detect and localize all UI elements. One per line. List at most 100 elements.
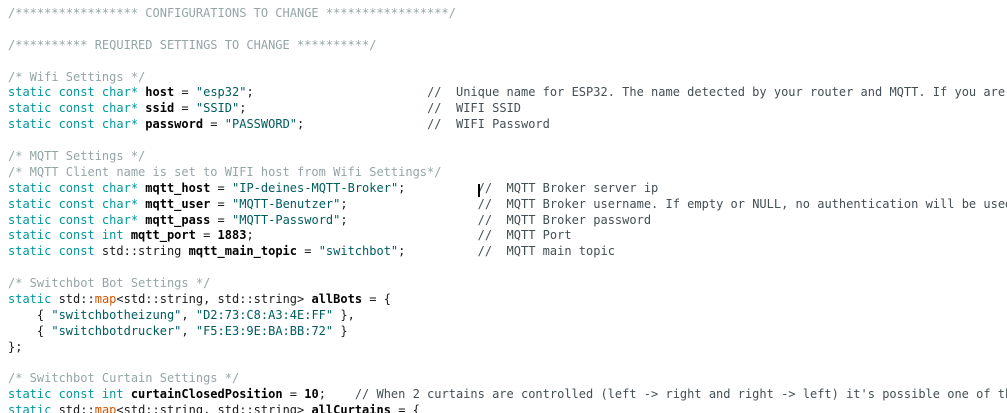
code-segment-comment_line: // WIFI SSID: [427, 101, 521, 116]
code-line: static const char* mqtt_pass = "MQTT-Pas…: [8, 213, 1007, 229]
code-segment-identifier: mqtt_port: [130, 228, 196, 243]
code-segment-string: "F5:E3:9E:BA:BB:72": [195, 323, 334, 338]
code-segment-comment_block: /* MQTT Client name is set to WIFI host …: [8, 164, 442, 179]
code-segment-comment_line: // Unique name for ESP32. The name detec…: [427, 85, 1007, 100]
code-segment-string: "esp32": [195, 85, 247, 100]
code-segment-identifier: allBots: [311, 292, 363, 307]
code-line: /* Wifi Settings */: [8, 70, 1007, 86]
code-line: static std::map<std::string, std::string…: [8, 292, 1007, 308]
code-segment-comment_line: // When 2 curtains are controlled (left …: [354, 387, 1007, 402]
code-line: static const int mqtt_port = 1883; // MQ…: [8, 228, 1007, 244]
code-segment-plain: std::string: [94, 244, 189, 259]
code-segment-plain: = {: [390, 403, 420, 413]
code-segment-comment_block: /* Wifi Settings */: [8, 69, 146, 84]
code-segment-identifier: mqtt_host: [145, 180, 211, 195]
code-line: { "switchbotheizung", "D2:73:C8:A3:4E:FF…: [8, 308, 1007, 324]
code-segment-string: "MQTT-Password": [232, 212, 341, 227]
code-segment-identifier: host: [145, 85, 175, 100]
code-line: [8, 356, 1007, 372]
code-segment-plain: =: [195, 228, 218, 243]
code-segment-comment_block: /* Switchbot Bot Settings */: [8, 276, 211, 291]
code-line: [8, 54, 1007, 70]
code-segment-keyword: static const char*: [8, 117, 139, 132]
code-segment-comment_line: // WIFI Password: [427, 117, 550, 132]
code-segment-number: 10: [304, 387, 319, 402]
code-segment-plain: =: [297, 244, 319, 259]
code-line: };: [8, 340, 1007, 356]
code-segment-plain: ;: [297, 117, 428, 132]
code-segment-plain: ;: [340, 212, 478, 227]
code-segment-plain: ;: [246, 85, 428, 100]
code-segment-keyword: static const char*: [8, 196, 139, 211]
code-line: /********** REQUIRED SETTINGS TO CHANGE …: [8, 38, 1007, 54]
code-segment-plain: }: [333, 323, 348, 338]
code-segment-comment_line: // MQTT Broker username. If empty or NUL…: [477, 196, 1007, 211]
code-segment-function: map: [94, 403, 117, 413]
code-segment-identifier: mqtt_pass: [145, 212, 211, 227]
code-segment-comment_line: // MQTT main topic: [477, 244, 615, 259]
code-segment-identifier: mqtt_user: [145, 196, 211, 211]
code-segment-plain: std::: [51, 292, 95, 307]
code-line: static const char* host = "esp32"; // Un…: [8, 85, 1007, 101]
code-line: static const int curtainClosedPosition =…: [8, 387, 1007, 403]
code-line: static const char* password = "PASSWORD"…: [8, 117, 1007, 133]
code-line: { "switchbotdrucker", "F5:E3:9E:BA:BB:72…: [8, 324, 1007, 340]
code-segment-plain: };: [8, 339, 23, 354]
code-segment-plain: [124, 387, 131, 401]
code-line: [8, 260, 1007, 276]
code-segment-identifier: mqtt_main_topic: [188, 244, 297, 259]
code-segment-keyword: static: [8, 292, 52, 307]
code-segment-plain: = {: [362, 292, 391, 307]
code-segment-identifier: allCurtains: [311, 403, 391, 413]
code-segment-plain: =: [210, 180, 232, 195]
code-segment-string: "IP-deines-MQTT-Broker": [232, 180, 399, 195]
code-segment-identifier: password: [145, 117, 204, 132]
code-line: /* Switchbot Curtain Settings */: [8, 371, 1007, 387]
code-segment-comment_block: /* MQTT Settings */: [8, 149, 146, 164]
code-segment-plain: [124, 228, 131, 242]
code-segment-plain: ;: [246, 228, 478, 243]
code-segment-string: "switchbotdrucker": [51, 323, 182, 338]
code-segment-comment_line: // MQTT Port: [477, 228, 572, 243]
code-segment-string: "switchbotheizung": [51, 307, 182, 322]
code-segment-plain: =: [210, 196, 232, 211]
code-line: /* MQTT Client name is set to WIFI host …: [8, 165, 1007, 181]
code-segment-keyword: static const: [8, 244, 95, 259]
code-segment-plain: <std::string, std::string>: [116, 292, 312, 307]
code-segment-plain: {: [8, 323, 52, 338]
code-segment-plain: ;: [239, 101, 428, 116]
code-segment-plain: },: [333, 307, 355, 322]
code-segment-plain: std::: [51, 403, 95, 413]
code-line: static const char* mqtt_user = "MQTT-Ben…: [8, 197, 1007, 213]
code-segment-plain: =: [174, 85, 196, 100]
code-segment-keyword: static: [8, 403, 52, 413]
code-segment-plain: =: [174, 101, 196, 116]
code-line: /* Switchbot Bot Settings */: [8, 276, 1007, 292]
code-segment-plain: ,: [181, 307, 196, 322]
code-segment-plain: ,: [181, 323, 196, 338]
code-segment-identifier: ssid: [145, 101, 175, 116]
code-segment-plain: =: [203, 117, 225, 132]
code-segment-keyword: static const int: [8, 387, 124, 402]
code-line: static const std::string mqtt_main_topic…: [8, 244, 1007, 260]
code-segment-plain: ;: [318, 387, 355, 402]
code-segment-string: "D2:73:C8:A3:4E:FF": [195, 307, 334, 322]
text-cursor: [477, 183, 480, 197]
code-segment-function: map: [94, 292, 117, 307]
code-segment-plain: {: [8, 307, 52, 322]
code-segment-keyword: static const char*: [8, 212, 139, 227]
code-segment-comment_block: /***************** CONFIGURATIONS TO CHA…: [8, 6, 456, 20]
code-segment-plain: =: [282, 387, 305, 402]
code-segment-keyword: static const char*: [8, 180, 139, 195]
code-segment-plain: <std::string, std::string>: [116, 403, 312, 413]
code-segment-comment_block: /* Switchbot Curtain Settings */: [8, 371, 240, 386]
code-segment-keyword: static const char*: [8, 101, 139, 116]
code-segment-string: "switchbot": [318, 244, 399, 259]
code-line: static std::map<std::string, std::string…: [8, 403, 1007, 413]
code-editor[interactable]: /***************** CONFIGURATIONS TO CHA…: [8, 6, 1007, 413]
code-segment-string: "SSID": [195, 101, 240, 116]
code-line: [8, 22, 1007, 38]
code-segment-string: "PASSWORD": [224, 117, 298, 132]
code-segment-number: 1883: [217, 228, 247, 243]
